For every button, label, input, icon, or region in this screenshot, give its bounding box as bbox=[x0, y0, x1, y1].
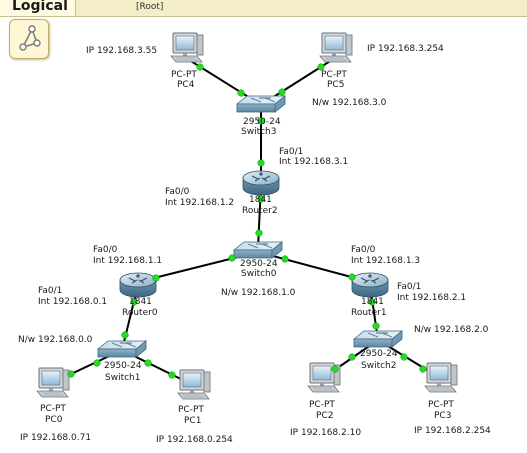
pc3-icon[interactable] bbox=[424, 362, 458, 393]
pc2-model-label: PC-PT bbox=[309, 400, 335, 410]
switch1-network-label: N/w 192.168.0.0 bbox=[18, 335, 93, 345]
pc4-name-label: PC4 bbox=[177, 80, 195, 90]
switch1-name-label: Switch1 bbox=[105, 373, 141, 383]
router0-fa00-port-label: Fa0/0 bbox=[93, 245, 118, 255]
pc5-model-label: PC-PT bbox=[321, 70, 347, 80]
router2-fa00-port-label: Fa0/0 bbox=[165, 187, 190, 197]
navigation-button[interactable] bbox=[9, 19, 49, 59]
switch2-name-label: Switch2 bbox=[361, 361, 397, 371]
switch3-icon[interactable] bbox=[236, 95, 286, 113]
pc2-ip-label: IP 192.168.2.10 bbox=[290, 428, 362, 438]
switch1-icon[interactable] bbox=[97, 340, 147, 358]
switch2-network-label: N/w 192.168.2.0 bbox=[414, 325, 489, 335]
pc3-name-label: PC3 bbox=[434, 411, 452, 421]
router1-icon[interactable] bbox=[351, 272, 389, 298]
pc1-ip-label: IP 192.168.0.254 bbox=[156, 435, 233, 445]
switch0-network-label: N/w 192.168.1.0 bbox=[221, 288, 296, 298]
navigation-share-icon bbox=[19, 25, 41, 51]
pc4-model-label: PC-PT bbox=[171, 70, 197, 80]
pc1-icon[interactable] bbox=[177, 369, 211, 400]
logical-mode-tab[interactable]: Logical bbox=[0, 0, 76, 16]
router0-fa01-int-label: Int 192.168.0.1 bbox=[38, 297, 108, 307]
root-breadcrumb[interactable]: [Root] bbox=[136, 2, 164, 12]
workspace-toolbar: Logical [Root] bbox=[0, 0, 527, 17]
pc4-icon[interactable] bbox=[170, 32, 204, 63]
switch0-model-label: 2950-24 bbox=[240, 259, 278, 269]
router0-fa01-port-label: Fa0/1 bbox=[38, 286, 63, 296]
router1-fa01-int-label: Int 192.168.2.1 bbox=[397, 293, 467, 303]
router2-name-label: Router2 bbox=[242, 206, 278, 216]
router1-model-label: 1841 bbox=[361, 297, 384, 307]
router0-icon[interactable] bbox=[119, 272, 157, 298]
pc2-name-label: PC2 bbox=[316, 411, 334, 421]
pc3-ip-label: IP 192.168.2.254 bbox=[414, 426, 491, 436]
router2-fa01-port-label: Fa0/1 bbox=[279, 147, 304, 157]
logical-mode-label: Logical bbox=[12, 0, 68, 14]
router1-fa01-port-label: Fa0/1 bbox=[397, 282, 422, 292]
pc0-name-label: PC0 bbox=[45, 415, 63, 425]
switch1-model-label: 2950-24 bbox=[104, 361, 142, 371]
pc5-name-label: PC5 bbox=[327, 80, 345, 90]
pc5-ip-label: IP 192.168.3.254 bbox=[367, 44, 444, 54]
router1-name-label: Router1 bbox=[351, 308, 387, 318]
router0-fa00-int-label: Int 192.168.1.1 bbox=[93, 256, 163, 266]
router2-fa01-int-label: Int 192.168.3.1 bbox=[279, 157, 349, 167]
switch3-network-label: N/w 192.168.3.0 bbox=[312, 98, 387, 108]
switch2-icon[interactable] bbox=[353, 330, 403, 348]
switch3-name-label: Switch3 bbox=[241, 127, 277, 137]
link-status-lights bbox=[67, 63, 427, 379]
switch3-model-label: 2950-24 bbox=[243, 117, 281, 127]
router1-fa00-port-label: Fa0/0 bbox=[351, 245, 376, 255]
pc4-ip-label: IP 192.168.3.55 bbox=[86, 46, 158, 56]
switch2-model-label: 2950-24 bbox=[360, 349, 398, 359]
pc0-icon[interactable] bbox=[36, 367, 70, 398]
router2-icon[interactable] bbox=[242, 170, 280, 196]
router2-fa00-int-label: Int 192.168.1.2 bbox=[165, 198, 235, 208]
pc1-name-label: PC1 bbox=[184, 416, 202, 426]
router0-name-label: Router0 bbox=[122, 308, 158, 318]
router1-fa00-int-label: Int 192.168.1.3 bbox=[351, 256, 421, 266]
switch0-icon[interactable] bbox=[233, 241, 283, 259]
switch0-name-label: Switch0 bbox=[241, 269, 277, 279]
pc0-ip-label: IP 192.168.0.71 bbox=[20, 433, 92, 443]
router0-model-label: 1841 bbox=[129, 297, 152, 307]
pc3-model-label: PC-PT bbox=[428, 400, 454, 410]
router2-model-label: 1841 bbox=[249, 195, 272, 205]
pc0-model-label: PC-PT bbox=[40, 404, 66, 414]
pc5-icon[interactable] bbox=[319, 32, 353, 63]
pc1-model-label: PC-PT bbox=[178, 405, 204, 415]
